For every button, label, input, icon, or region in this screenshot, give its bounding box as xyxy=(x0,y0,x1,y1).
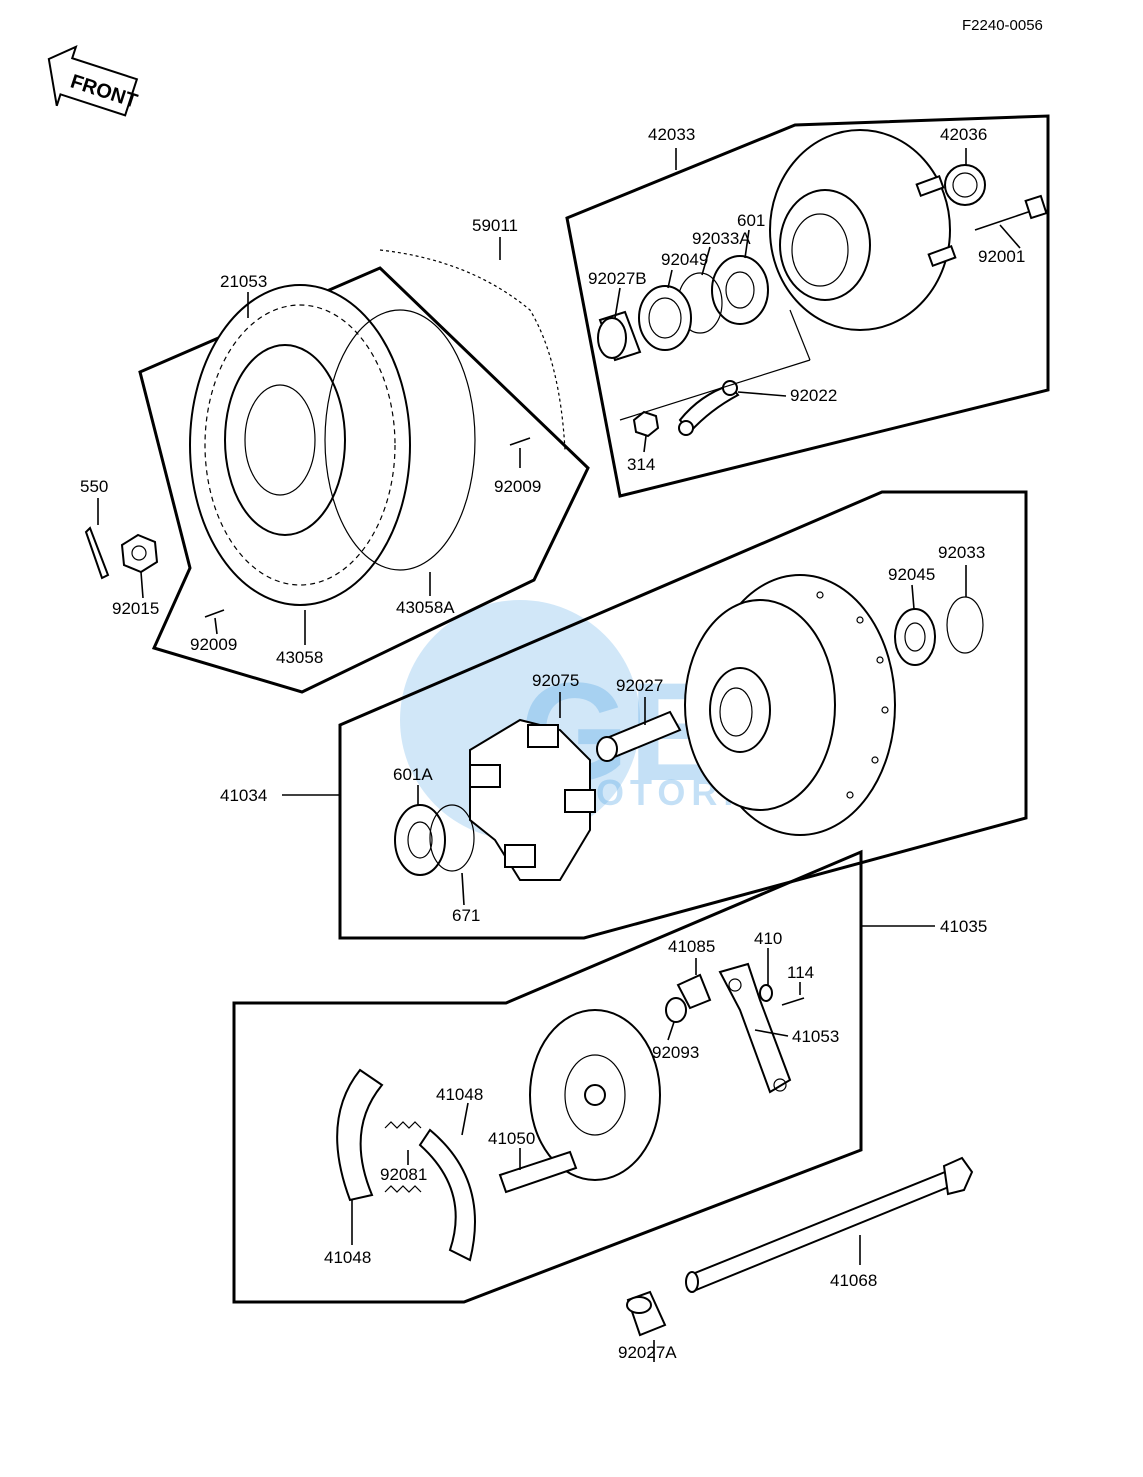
group-41034-wheel-hub: 92033 92045 92075 92027 41034 601A 671 xyxy=(220,490,1028,940)
group-21053-pulley-assembly: 59011 21053 92009 550 92015 92009 43058 … xyxy=(80,216,590,694)
label-41048-lower: 41048 xyxy=(324,1248,371,1267)
label-92081: 92081 xyxy=(380,1165,427,1184)
label-410: 410 xyxy=(754,929,782,948)
label-41068: 41068 xyxy=(830,1271,877,1290)
label-92022: 92022 xyxy=(790,386,837,405)
group-41035-brake-panel: 41035 41085 410 114 41053 92093 41048 41… xyxy=(232,849,987,1304)
group-outline-41035 xyxy=(232,849,863,1304)
collar-42036 xyxy=(944,164,986,206)
group-outline-21053 xyxy=(138,266,590,694)
drive-belt-59011 xyxy=(379,249,566,451)
label-92033: 92033 xyxy=(938,543,985,562)
axle-assembly: 41068 92027A xyxy=(618,1156,974,1362)
seal-92093 xyxy=(665,997,687,1023)
group-42033-hub-assembly: 42033 42036 601 92033A 92049 92027B 9200… xyxy=(565,114,1050,498)
front-arrow-badge: FRONT xyxy=(47,44,140,117)
bearing-92045 xyxy=(894,608,936,666)
label-92009-lower: 92009 xyxy=(190,635,237,654)
screw-92009-lower xyxy=(204,609,225,618)
bearing-601A xyxy=(394,804,446,876)
label-42036: 42036 xyxy=(940,125,987,144)
ring-43058A xyxy=(324,309,476,571)
seal-92049 xyxy=(638,285,692,351)
rear-axle-41068 xyxy=(688,1168,958,1292)
label-601: 601 xyxy=(737,211,765,230)
label-41035: 41035 xyxy=(940,917,987,936)
label-92075: 92075 xyxy=(532,671,579,690)
label-114: 114 xyxy=(787,963,814,982)
label-21053: 21053 xyxy=(220,272,267,291)
bearing-601 xyxy=(711,255,769,325)
label-41048-upper: 41048 xyxy=(436,1085,483,1104)
brake-cam-41050 xyxy=(498,1150,578,1194)
label-92027A: 92027A xyxy=(618,1343,677,1362)
wear-indicator-41085 xyxy=(676,973,712,1010)
label-41085: 41085 xyxy=(668,937,715,956)
cotter-pin-550 xyxy=(84,526,110,580)
label-41034: 41034 xyxy=(220,786,267,805)
label-92009-upper: 92009 xyxy=(494,477,541,496)
brake-arm-41053 xyxy=(718,962,792,1094)
label-43058A: 43058A xyxy=(396,598,455,617)
washer-410 xyxy=(759,984,773,1002)
label-92033A: 92033A xyxy=(692,229,751,248)
lock-plate-92022 xyxy=(678,383,740,434)
label-41050: 41050 xyxy=(488,1129,535,1148)
group-outline-41034 xyxy=(338,490,1028,940)
label-92015: 92015 xyxy=(112,599,159,618)
label-92045: 92045 xyxy=(888,565,935,584)
group-outline-42033 xyxy=(565,114,1050,498)
label-43058: 43058 xyxy=(276,648,323,667)
label-92027: 92027 xyxy=(616,676,663,695)
label-92049: 92049 xyxy=(661,250,708,269)
brake-shoe-41048-right xyxy=(418,1128,476,1262)
spring-92081-lower xyxy=(384,1185,422,1193)
brake-shoe-41048-left xyxy=(336,1068,384,1202)
circlip-92033 xyxy=(946,596,984,654)
screw-92009-upper xyxy=(509,437,531,446)
nut-314 xyxy=(632,410,660,438)
diagram-ref-code: F2240-0056 xyxy=(962,17,1043,34)
label-41053: 41053 xyxy=(792,1027,839,1046)
label-550: 550 xyxy=(80,477,108,496)
label-92001: 92001 xyxy=(978,247,1025,266)
axle-nut-92015 xyxy=(120,533,159,574)
bolt-114 xyxy=(781,997,805,1006)
label-601A: 601A xyxy=(393,765,433,784)
bolt-92001 xyxy=(1024,194,1048,220)
label-59011: 59011 xyxy=(472,216,518,235)
spring-92081-upper xyxy=(384,1121,422,1129)
o-ring-671 xyxy=(429,804,475,872)
label-314: 314 xyxy=(627,455,655,474)
label-92027B: 92027B xyxy=(588,269,647,288)
label-671: 671 xyxy=(452,906,480,925)
label-92093: 92093 xyxy=(652,1043,699,1062)
label-42033: 42033 xyxy=(648,125,695,144)
rubber-dampers-92075 xyxy=(469,718,596,881)
